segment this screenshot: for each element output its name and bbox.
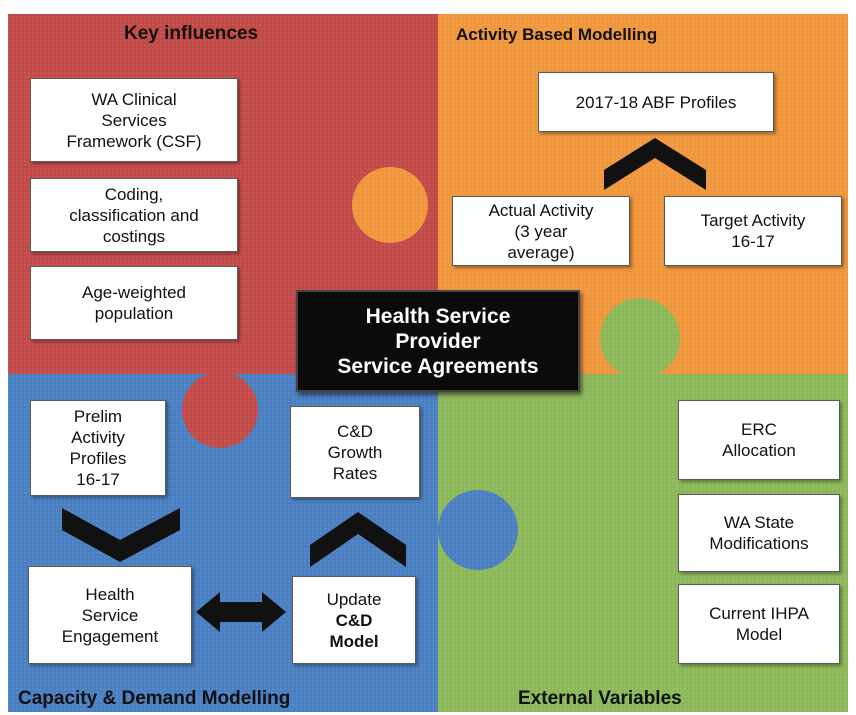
title-key-influences: Key influences bbox=[124, 23, 259, 44]
center-health-service: Health Service Provider Service Agreemen… bbox=[296, 290, 580, 392]
box-health-engagement: Health Service Engagement bbox=[28, 566, 192, 664]
chevron-up-cd bbox=[310, 512, 406, 567]
box-line: 16-17 bbox=[731, 232, 775, 251]
box-line: Growth bbox=[327, 442, 383, 462]
box-line: WA State bbox=[723, 513, 795, 532]
box-wa-csf: WA Clinical Services Framework (CSF) bbox=[30, 78, 238, 162]
box-coding: Coding, classification and costings bbox=[30, 178, 238, 252]
center-line: Service Agreements bbox=[337, 354, 539, 378]
box-line: (3 year bbox=[514, 221, 568, 241]
box-update-cd-model: Update C&D Model bbox=[292, 576, 416, 664]
box-actual-activity: Actual Activity (3 year average) bbox=[452, 196, 630, 266]
box-line: population bbox=[94, 304, 174, 323]
box-line: Model bbox=[329, 631, 379, 651]
box-line: Service bbox=[81, 605, 139, 625]
center-line: Health Service bbox=[365, 304, 511, 328]
title-capacity-demand: Capacity & Demand Modelling bbox=[18, 688, 291, 709]
box-wa-state-mods: WA State Modifications bbox=[678, 494, 840, 572]
box-line: Update bbox=[326, 589, 382, 609]
title-external: External Variables bbox=[518, 688, 682, 709]
box-line: 16-17 bbox=[76, 470, 120, 489]
box-line: costings bbox=[102, 226, 166, 246]
box-line: C&D bbox=[337, 421, 373, 441]
box-target-activity: Target Activity 16-17 bbox=[664, 196, 842, 266]
box-line: Coding, bbox=[104, 184, 164, 204]
box-line: Target Activity bbox=[700, 211, 806, 230]
box-line: Modifications bbox=[709, 534, 809, 553]
box-line: classification and bbox=[69, 205, 199, 225]
box-line: Age-weighted bbox=[82, 283, 186, 302]
box-line: Services bbox=[101, 110, 167, 130]
box-line: Allocation bbox=[722, 441, 796, 460]
box-line: Actual Activity bbox=[488, 200, 594, 220]
box-line: Health bbox=[85, 584, 135, 604]
box-ihpa-model: Current IHPA Model bbox=[678, 584, 840, 664]
box-prelim-activity: Prelim Activity Profiles 16-17 bbox=[30, 400, 166, 496]
box-abf-profiles: 2017-18 ABF Profiles bbox=[538, 72, 774, 132]
box-line: ERC bbox=[741, 420, 777, 439]
box-line: WA Clinical bbox=[91, 89, 177, 109]
box-erc-allocation: ERC Allocation bbox=[678, 400, 840, 480]
box-line: Engagement bbox=[61, 626, 159, 646]
box-age-weighted: Age-weighted population bbox=[30, 266, 238, 340]
box-line: average) bbox=[507, 242, 575, 262]
box-line: Rates bbox=[332, 463, 378, 483]
box-line: Current IHPA bbox=[709, 604, 809, 623]
box-cd-growth: C&D Growth Rates bbox=[290, 406, 420, 498]
box-line: Prelim bbox=[73, 407, 123, 426]
box-line: Profiles bbox=[69, 449, 127, 468]
title-activity-based: Activity Based Modelling bbox=[456, 25, 658, 44]
chevron-down-cd bbox=[62, 508, 180, 562]
box-line: Framework (CSF) bbox=[66, 131, 202, 151]
center-line: Provider bbox=[395, 329, 481, 353]
box-line: Activity bbox=[71, 428, 125, 447]
box-line: Model bbox=[735, 625, 783, 644]
box-line: 2017-18 ABF Profiles bbox=[575, 92, 737, 112]
box-line: C&D bbox=[335, 610, 373, 630]
chevron-up-abm bbox=[604, 138, 706, 190]
double-arrow bbox=[196, 592, 286, 632]
